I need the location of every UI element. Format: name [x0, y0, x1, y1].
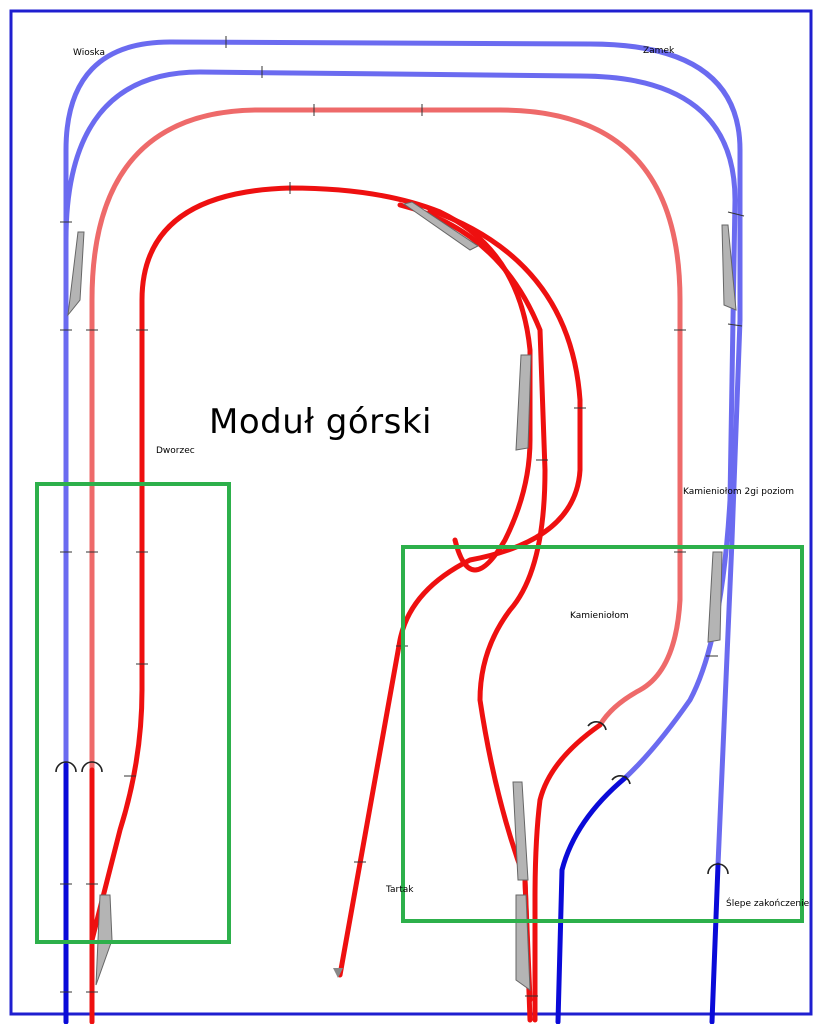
switch-markers: [67, 201, 737, 992]
zone-kamieniolom: [401, 545, 804, 923]
label-wioska: Wioska: [73, 48, 105, 58]
blue-outer-loop: [63, 39, 743, 868]
pink-loop: [89, 107, 683, 773]
label-dworzec: Dworzec: [156, 446, 195, 456]
label-tartak: Tartak: [386, 885, 414, 895]
track-ticks: [60, 36, 745, 997]
module-zones: [35, 482, 804, 944]
label-slepe-zakonczenie: Ślepe zakończenie: [726, 899, 810, 909]
track-bumpers: [55, 721, 729, 875]
dark-blue-tracks: [63, 762, 721, 1024]
layout-frame: [9, 9, 813, 1016]
track-end-marker: [333, 968, 343, 978]
label-zamek: Zamek: [643, 46, 675, 56]
page-title: Moduł górski: [209, 402, 432, 442]
red-tracks: [89, 185, 603, 1024]
zone-dworzec: [35, 482, 231, 944]
label-kamieniolom-2gi: Kamieniołom 2gi poziom: [683, 487, 794, 497]
label-kamieniolom: Kamieniołom: [570, 611, 629, 621]
